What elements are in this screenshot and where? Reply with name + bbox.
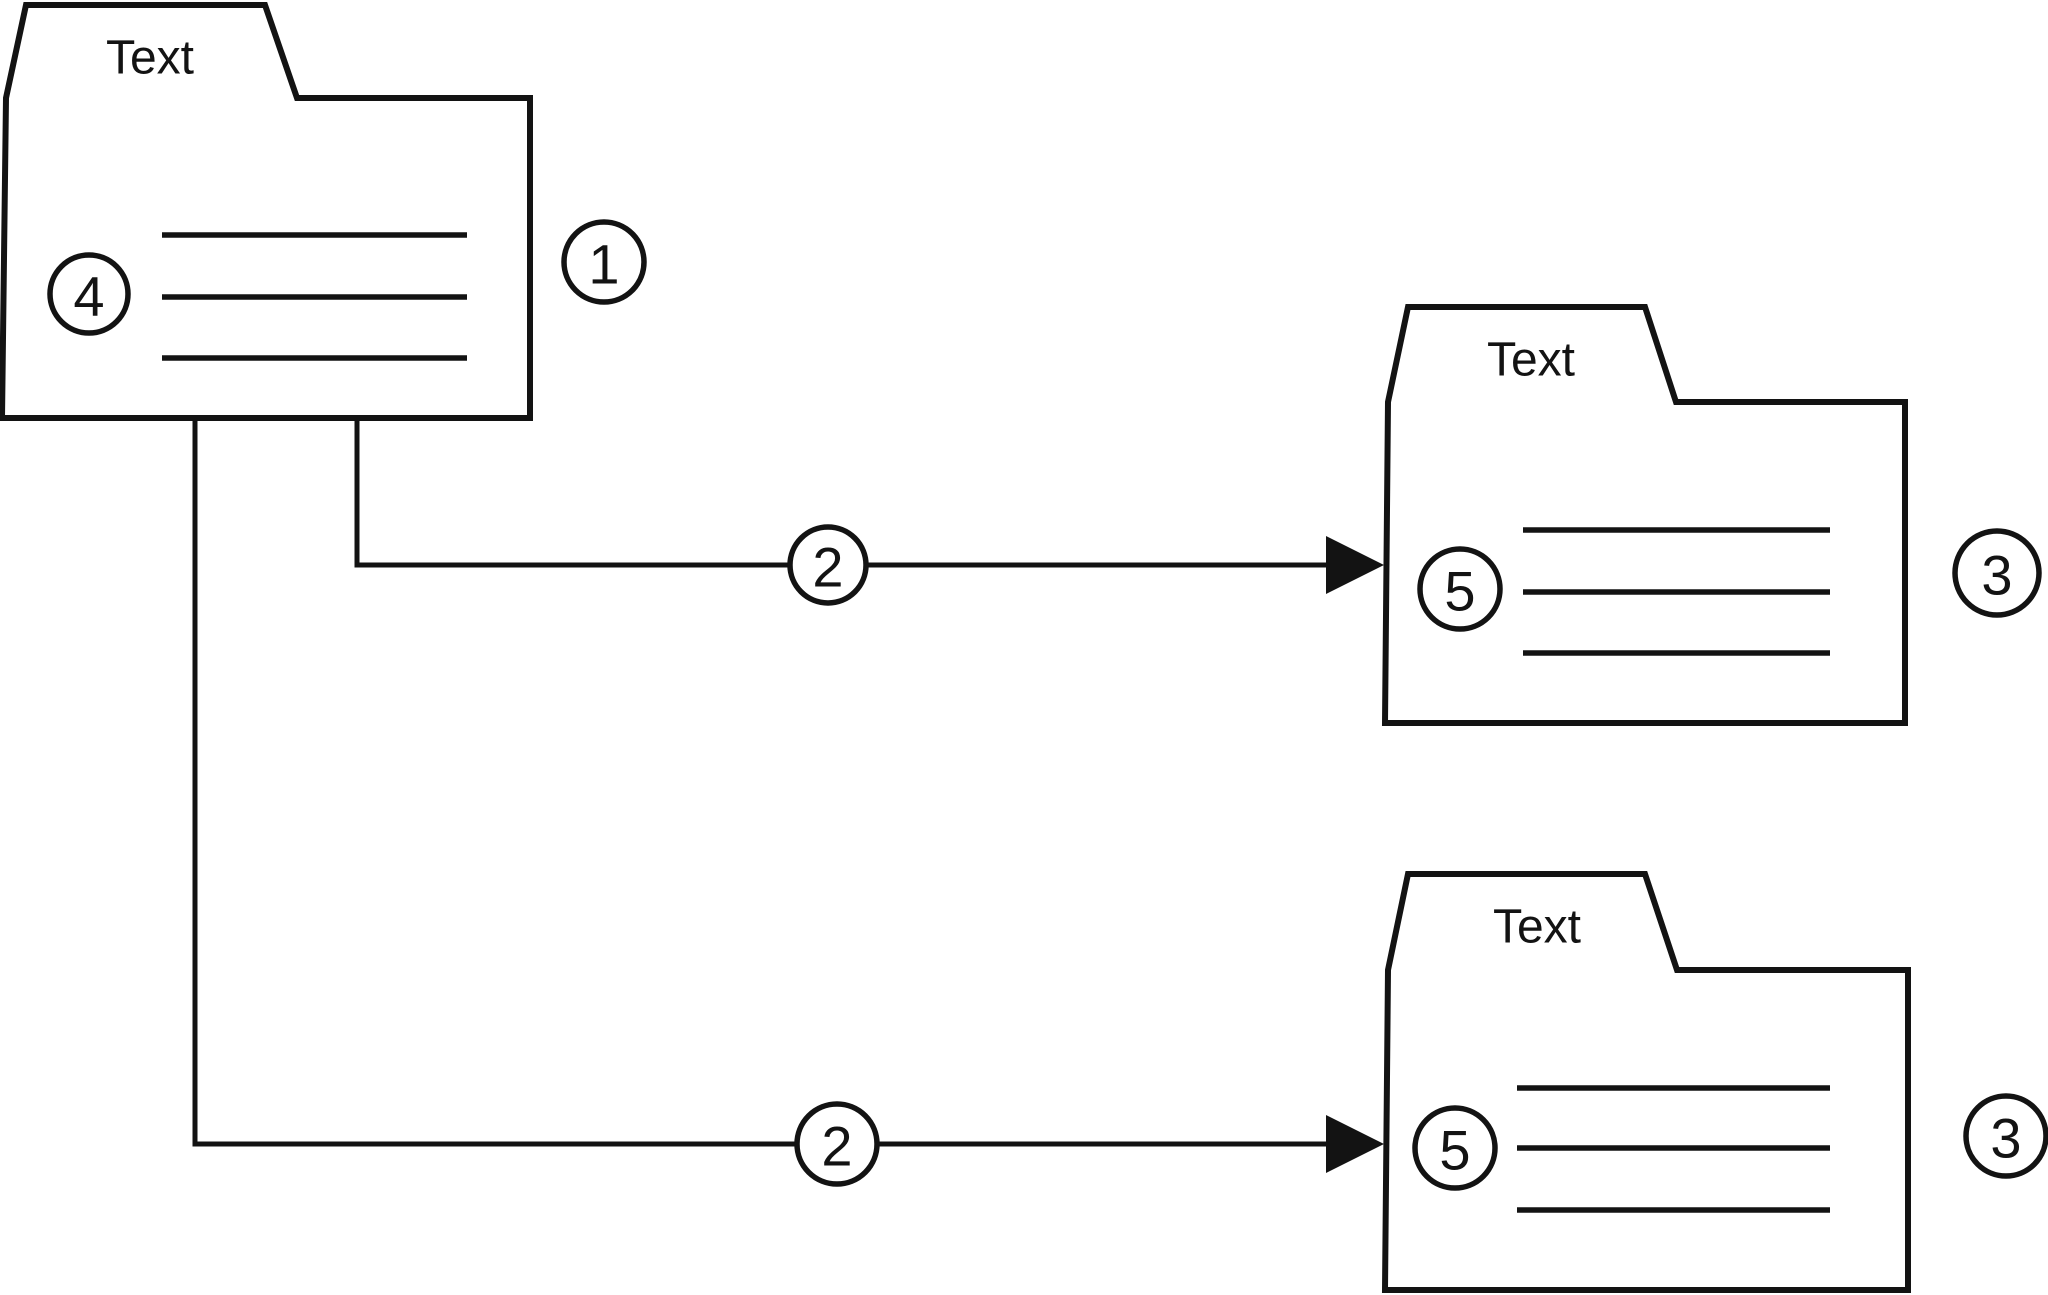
badge-1-circle bbox=[561, 219, 647, 305]
connector-top-badge: 2 bbox=[787, 524, 869, 606]
target-folder-bottom: Text 5 3 bbox=[1381, 871, 2048, 1293]
badge-2-circle bbox=[787, 524, 869, 606]
badge-3-circle bbox=[1963, 1093, 2048, 1179]
connector-top bbox=[354, 418, 1384, 594]
source-folder: Text 4 1 bbox=[0, 2, 647, 421]
badge-5-number: 5 bbox=[1444, 560, 1475, 623]
connector-bottom bbox=[192, 418, 1384, 1173]
folder-icon bbox=[1381, 871, 1911, 1293]
badge-5-number: 5 bbox=[1439, 1119, 1470, 1182]
folder-icon bbox=[1381, 304, 1908, 726]
badge-4-circle bbox=[47, 252, 131, 336]
folder-icon bbox=[0, 2, 533, 421]
badge-5-circle bbox=[1417, 546, 1503, 632]
badge-2-number: 2 bbox=[812, 536, 843, 599]
badge-4-number: 4 bbox=[73, 265, 104, 328]
connector-bottom-line bbox=[192, 418, 1330, 1147]
connector-bottom-badge: 2 bbox=[794, 1101, 880, 1187]
connector-bottom-arrowhead-icon bbox=[1326, 1115, 1384, 1173]
target-folder-top-label: Text bbox=[1487, 334, 1575, 387]
badge-1-number: 1 bbox=[588, 233, 619, 296]
connector-top-arrowhead-icon bbox=[1326, 536, 1384, 594]
badge-2-number: 2 bbox=[821, 1115, 852, 1178]
badge-3-circle bbox=[1952, 528, 2042, 618]
target-folder-bottom-label: Text bbox=[1493, 901, 1581, 954]
badge-3-number: 3 bbox=[1981, 544, 2012, 607]
connector-top-line bbox=[354, 418, 1330, 568]
badge-2-circle bbox=[794, 1101, 880, 1187]
source-folder-label: Text bbox=[106, 32, 194, 85]
badge-3-number: 3 bbox=[1990, 1107, 2021, 1170]
target-folder-top: Text 5 3 bbox=[1381, 304, 2042, 726]
badge-5-circle bbox=[1412, 1105, 1498, 1191]
